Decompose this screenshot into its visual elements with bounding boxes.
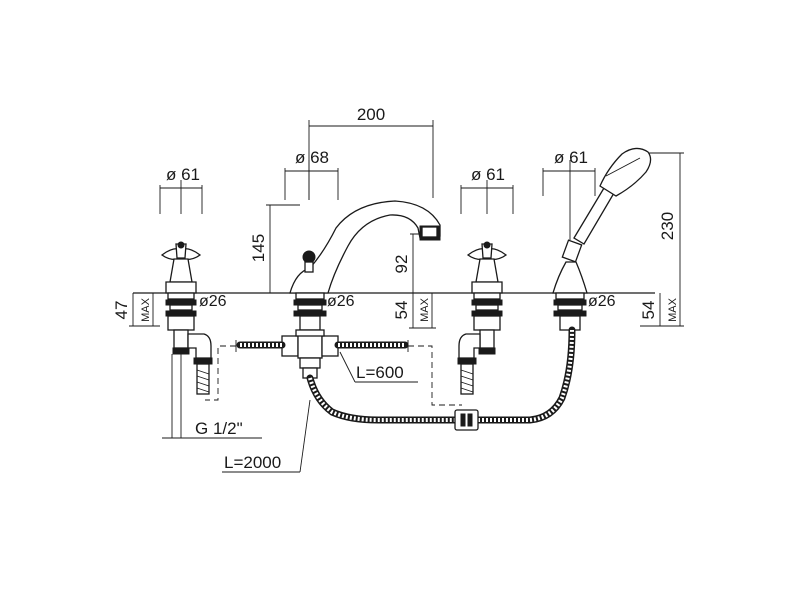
thread-callout: G 1/2" bbox=[162, 419, 262, 439]
dimension-spout-reach: 92 bbox=[392, 233, 440, 293]
dimension-shower-height: 230 bbox=[640, 152, 684, 293]
label-dia-26-right: ø26 bbox=[588, 293, 616, 310]
long-hose: L=2000 bbox=[222, 326, 576, 473]
left-valve bbox=[160, 241, 213, 438]
label-dia-61-right: ø 61 bbox=[471, 165, 505, 184]
right-valve bbox=[457, 241, 508, 395]
dimension-spout-diameter: ø 68 bbox=[284, 148, 339, 200]
dimension-spout-height: 145 bbox=[249, 204, 300, 293]
dimension-shower-diameter: ø 61 bbox=[542, 148, 596, 240]
label-230: 230 bbox=[658, 212, 677, 240]
dimension-spout-depth: 54 MAX bbox=[392, 293, 436, 329]
label-dia-68: ø 68 bbox=[295, 148, 329, 167]
label-l600: L=600 bbox=[356, 363, 404, 382]
label-dia-61-shower: ø 61 bbox=[554, 148, 588, 167]
label-max-left: MAX bbox=[140, 297, 152, 322]
label-92: 92 bbox=[392, 255, 411, 274]
label-max-right: MAX bbox=[667, 297, 679, 322]
label-54-spout: 54 bbox=[392, 301, 411, 320]
dimension-right-valve-diameter: ø 61 bbox=[460, 165, 514, 214]
label-max-spout: MAX bbox=[419, 297, 431, 322]
label-54-right: 54 bbox=[639, 301, 658, 320]
label-47: 47 bbox=[112, 301, 131, 320]
dimension-left-valve-diameter: ø 61 bbox=[159, 165, 203, 214]
label-l2000: L=2000 bbox=[224, 453, 281, 472]
short-hoses: L=600 bbox=[205, 340, 462, 406]
label-145: 145 bbox=[249, 234, 268, 262]
label-dia-26-left: ø26 bbox=[199, 293, 227, 310]
label-200: 200 bbox=[357, 105, 385, 124]
hand-shower bbox=[552, 147, 652, 331]
dimension-left-depth: 47 MAX bbox=[112, 293, 160, 327]
label-dia-26-spout: ø26 bbox=[327, 293, 355, 310]
dimension-right-depth: 54 MAX bbox=[639, 293, 684, 327]
label-dia-61-left: ø 61 bbox=[166, 165, 200, 184]
center-spout bbox=[281, 200, 441, 379]
label-thread: G 1/2" bbox=[195, 419, 243, 438]
